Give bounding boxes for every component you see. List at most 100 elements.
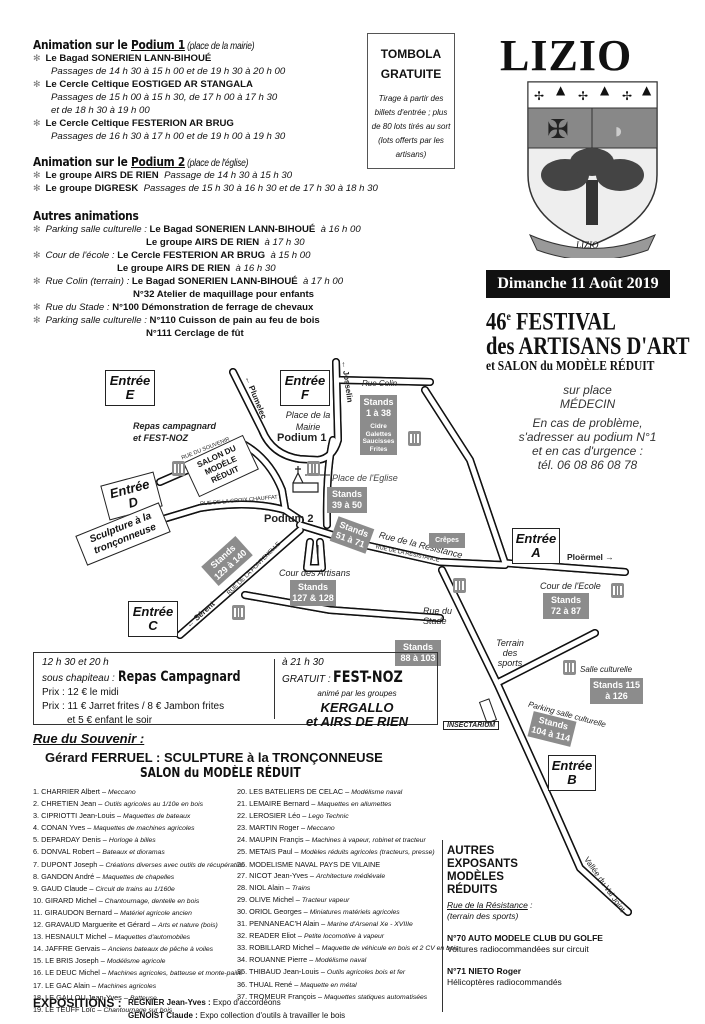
town-crest-icon: ✢ ▲ ✢ ▲ ✢ ▲ ✠ ◗ xyxy=(527,81,658,258)
meal-info: 12 h 30 et 20 h sous chapiteau : Repas C… xyxy=(42,657,241,726)
divider xyxy=(274,659,275,719)
exhibitor-item: 28. NIOL Alain – Trains xyxy=(237,882,311,892)
map-label-ploermel: Ploërmel → xyxy=(567,552,614,562)
expositions-title: EXPOSITIONS : xyxy=(33,996,122,1010)
tombola-subtitle: GRATUITE xyxy=(380,67,442,81)
other-animations-section: Autres animations ✻Parking salle culture… xyxy=(33,208,361,340)
map-label-cour-artisans: Cour des Artisans xyxy=(279,568,351,578)
town-title: LIZIO xyxy=(500,31,633,80)
map-label-cour-ecole: Cour de l'Ecole xyxy=(540,581,601,591)
exhibitor-item: 36. THUAL René – Maquette en métal xyxy=(237,979,357,989)
map-label-podium2: Podium 2 xyxy=(264,513,314,525)
tombola-description: Tirage à partir des billets d'entrée ; p… xyxy=(371,94,451,159)
map-label-place-eglise: Place de l'Eglise xyxy=(332,473,398,483)
map-label-serent: ← Sérent xyxy=(184,599,217,630)
festnoz-info: à 21 h 30 GRATUIT : FEST-NOZ animé par l… xyxy=(282,657,409,729)
list-item: ✻Parking salle culturelle : Le Bagad SON… xyxy=(33,224,361,235)
church-icon xyxy=(292,466,319,493)
exhibitor-item: 9. GAUD Claude – Circuit de trains au 1/… xyxy=(33,883,175,893)
svg-text:✢: ✢ xyxy=(534,89,544,103)
exhibitor-item: 18. LE GALLOU Jean-Yves – Batteuse xyxy=(33,992,157,1002)
svg-text:✢: ✢ xyxy=(622,89,632,103)
podium1-title: Animation sur le Podium 1 (place de la m… xyxy=(33,37,255,52)
map-label-rue-fontenelle: RUE DE LA FONTENELLE xyxy=(226,541,282,597)
list-item: N°111 Cerclage de fût xyxy=(146,328,244,339)
divider xyxy=(442,840,443,1012)
exhibitor-item: 16. LE DEUC Michel – Machines agricoles,… xyxy=(33,968,243,978)
podium1-section: Animation sur le Podium 1 (place de la m… xyxy=(33,37,293,143)
map-label-salle-culturelle: Salle culturelle xyxy=(580,665,633,674)
tombola-title: TOMBOLA xyxy=(380,47,442,61)
list-item: Le groupe AIRS DE RIEN à 17 h 30 xyxy=(146,237,305,248)
stands-104-114: Stands 104 à 114 xyxy=(527,711,577,747)
exhibitor-item: 8. GANDON André – Maquettes de chapelles xyxy=(33,871,175,881)
exhibitor-item: 17. LE GAC Alain – Machines agricoles xyxy=(33,980,157,990)
map-label-rue-stade: Rue du Stade xyxy=(423,606,453,626)
stands-127-128: Stands 127 & 128 xyxy=(290,580,336,606)
svg-text:▲: ▲ xyxy=(642,83,652,97)
map-label-insectarium: INSECTARIUM xyxy=(443,721,500,730)
list-item: ✻Parking salle culturelle : N°110 Cuisso… xyxy=(33,315,320,326)
restaurant-icon xyxy=(232,605,245,620)
map-label-podium1: Podium 1 xyxy=(277,432,327,444)
restaurant-icon xyxy=(408,431,421,446)
exhibitor-item: 13. HESNAULT Michel – Maquettes d'automo… xyxy=(33,932,191,942)
exhibitor-item: 6. DONVAL Robert – Bateaux et dioramas xyxy=(33,847,165,857)
map-label-val-joint: Vallée du Val Joint xyxy=(582,855,627,914)
exhibitor-item: 23. MARTIN Roger – Meccano xyxy=(237,823,335,833)
stands-72-87: Stands 72 à 87 xyxy=(543,593,589,619)
map-label-rue-souvenir: RUE DU SOUVENIR xyxy=(180,436,231,462)
crest-banner-text: LIZIO xyxy=(576,240,599,250)
exhibitor-item: 31. PENNANEAC'H Alain – Marine d'Arsenal… xyxy=(237,919,413,929)
exhibitor-item: 37. TROMEUR François – Maquettes statiqu… xyxy=(237,991,428,1001)
exhibitor-item: 14. JAFFRE Gervais – Anciens bateaux de … xyxy=(33,944,214,954)
exhibitor-item: 12. GRAVAUD Marguerite et Gérard – Arts … xyxy=(33,920,218,930)
salon-title: SALON du MODÈLE RÉDUIT xyxy=(140,766,301,781)
stands-129-140: Stands 129 à 140 xyxy=(201,535,253,587)
exhibitor-item: 27. NICOT Jean-Yves – Architecture médié… xyxy=(237,870,386,880)
exhibitor-item: 32. READER Eliot – Petite locomotive à v… xyxy=(237,931,385,941)
exhibitor-item: 20. LES BATELIERS DE CELAC – Modélisme n… xyxy=(237,787,403,796)
exhibitor-item: 1. CHARRIER Albert – Meccano xyxy=(33,787,136,796)
svg-text:▲: ▲ xyxy=(600,83,610,97)
exhibitor-item: 4. CONAN Yves – Maquettes de machines ag… xyxy=(33,823,195,833)
svg-text:◗: ◗ xyxy=(612,118,625,143)
map-label-rue-resistance: Rue de la Résistance xyxy=(378,529,464,561)
map-label-terrain: Terrain des sports xyxy=(496,638,524,668)
svg-text:✢: ✢ xyxy=(578,89,588,103)
tombola-box: TOMBOLA GRATUITE Tirage à partir des bil… xyxy=(367,33,455,169)
podium2-title: Animation sur le Podium 2 (place de l'ég… xyxy=(33,154,249,169)
map-label-rue-croix: RUE DE LA CROIX CHAUFFAT xyxy=(199,494,278,508)
map-label-place-mairie: Place de la Mairie xyxy=(285,410,331,432)
svg-text:✠: ✠ xyxy=(547,114,569,144)
list-item: ✻Rue Colin (terrain) : Le Bagad SONERIEN… xyxy=(33,276,344,287)
schedule: Passages de 15 h 00 à 15 h 30, de 17 h 0… xyxy=(51,92,278,103)
stands-115-126: Stands 115 à 126 xyxy=(590,678,643,704)
other-exhibitors-location: Rue de la Résistance :(terrain des sport… xyxy=(447,900,533,921)
map-label-parking: Parking salle culturelle xyxy=(527,699,607,730)
restaurant-icon xyxy=(611,583,624,598)
exhibitor-item: 15. LE BRIS Joseph – Modélisme agricole xyxy=(33,956,166,966)
exhibitor-item: 24. MAUPIN Françis – Machines à vapeur, … xyxy=(237,835,426,845)
other-animations-title: Autres animations xyxy=(33,208,139,223)
exhibitor-item: 26. MODELISME NAVAL PAYS DE VILAINE xyxy=(237,859,381,869)
exhibitor-item: 11. GIRAUDON Bernard – Matériel agricole… xyxy=(33,907,192,917)
exhibitor-item: 30. ORIOL Georges – Miniatures matériels… xyxy=(237,906,400,916)
stands-51-71: Stands 51 à 71 xyxy=(329,516,375,554)
exhibitor-list-left: 1. CHARRIER Albert – Meccano 2. CHRETIEN … xyxy=(33,786,245,1016)
exhibitor-item: 35. THIBAUD Jean-Louis – Outils agricole… xyxy=(237,967,406,977)
list-item: ✻Cour de l'école : Le Cercle FESTERION A… xyxy=(33,250,311,261)
exhibitor-item: 2. CHRETIEN Jean – Outils agricoles au 1… xyxy=(33,799,204,809)
svg-text:▲: ▲ xyxy=(556,83,566,97)
list-item: Le groupe AIRS DE RIEN à 16 h 30 xyxy=(117,263,276,274)
map-label-rue-resistance-caps: RUE DE LA RÉSISTANCE xyxy=(375,544,440,564)
exhibitor-item: 29. OLIVE Michel – Tracteur vapeur xyxy=(237,894,350,904)
